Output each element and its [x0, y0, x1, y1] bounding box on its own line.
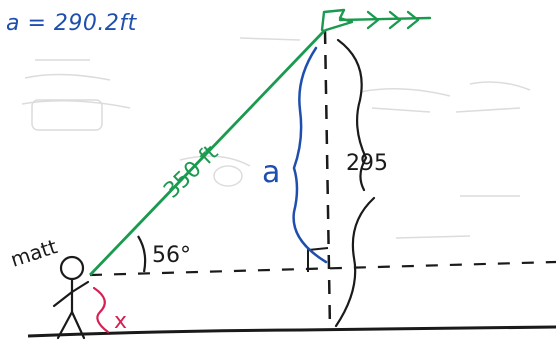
- hypotenuse-label: 350 ft: [159, 140, 223, 203]
- unknown-x-label: x: [114, 309, 127, 334]
- stick-figure-icon: [52, 255, 90, 340]
- kite-string-line: [88, 29, 327, 276]
- angle-label: 56°: [152, 243, 191, 268]
- ground-line: [27, 325, 556, 338]
- person-label: matt: [7, 234, 60, 272]
- side-a-brace: [292, 46, 328, 264]
- vertical-dashed-line: [323, 29, 332, 331]
- right-side-label: 295: [346, 151, 388, 176]
- lower-side-brace: [334, 196, 376, 328]
- right-side-brace: [336, 38, 368, 192]
- kite-flag-icon: [320, 8, 432, 32]
- side-a-label: a: [262, 155, 280, 190]
- angle-arc: [137, 235, 147, 273]
- answer-text: a = 290.2ft: [6, 11, 138, 36]
- unknown-x-brace: [92, 286, 110, 334]
- background-faint-marks: [21, 37, 531, 239]
- eye-level-dashed-line: [89, 260, 556, 277]
